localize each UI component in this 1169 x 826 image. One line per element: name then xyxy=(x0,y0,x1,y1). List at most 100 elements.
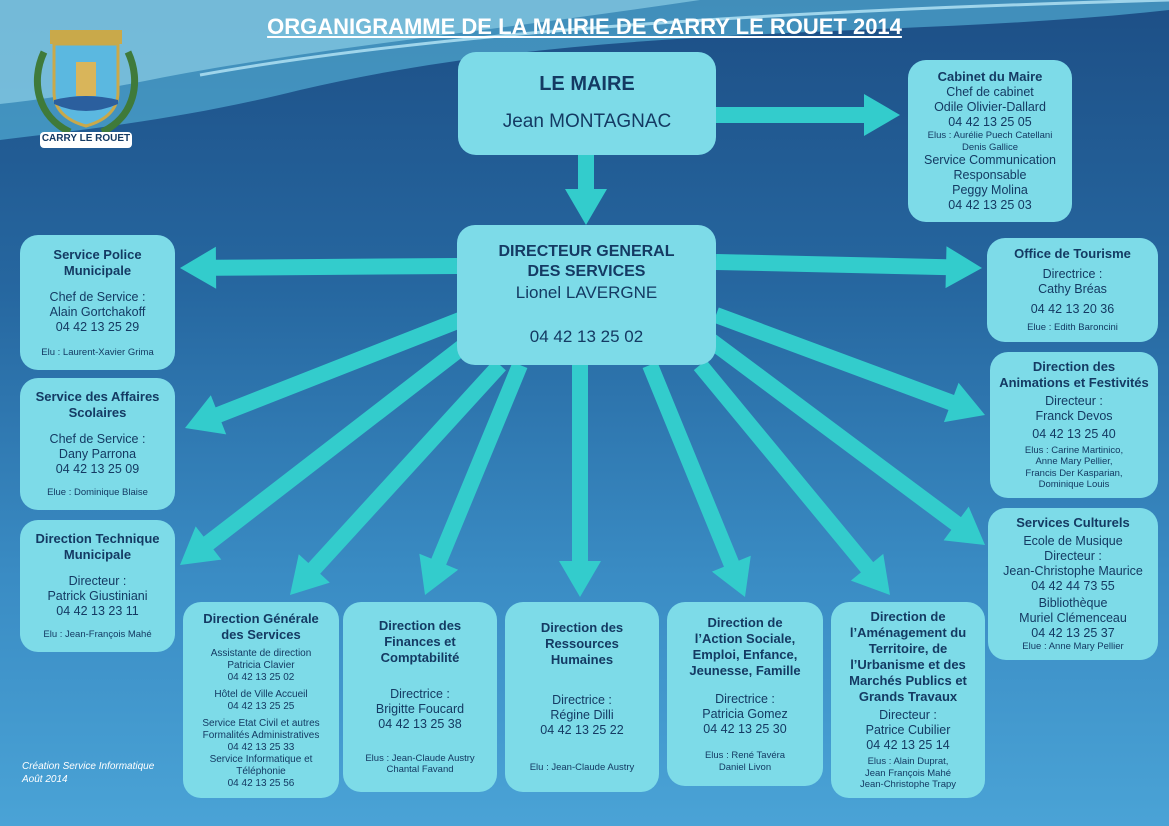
box-title-line: Ressources xyxy=(545,636,619,652)
box-title-line: l’Urbanisme et des xyxy=(850,657,966,673)
box-text-line: Régine Dilli xyxy=(550,707,614,722)
box-text-line: Ecole de Musique xyxy=(1023,533,1123,548)
arrow-7 xyxy=(705,333,985,545)
box-big-line: Jean MONTAGNAC xyxy=(502,111,672,133)
arrow-6 xyxy=(180,338,470,565)
box-text-line: Responsable xyxy=(953,168,1027,182)
box-title-line: Municipale xyxy=(63,547,132,563)
box-section: Elu : Jean-Claude Austry xyxy=(530,762,635,774)
box-elus-line: Chantal Favand xyxy=(386,764,454,776)
box-elus-line: Jean François Mahé xyxy=(864,767,952,779)
credit-line: Août 2014 xyxy=(22,774,68,785)
box-title-line: Grands Travaux xyxy=(858,689,958,705)
box-text-line: Alain Gortchakoff xyxy=(49,305,146,320)
box-text-line: Muriel Clémenceau xyxy=(1019,611,1127,626)
box-small-line: Service Informatique et xyxy=(209,753,313,765)
box-elus-line: Elus : René Tavéra xyxy=(704,750,786,762)
box-text-line: Directeur : xyxy=(68,573,127,588)
credit: Création Service Informatique Août 2014 xyxy=(22,760,154,786)
box-text-line: 04 42 44 73 55 xyxy=(1031,578,1115,593)
box-elus-line: Anne Mary Pellier, xyxy=(1035,456,1113,468)
box-mtext-line: Lionel LAVERGNE xyxy=(515,283,658,302)
box-small-line: 04 42 13 25 25 xyxy=(227,700,295,712)
box-title-line: l’Action Sociale, xyxy=(694,630,796,646)
box-mtitle-line: DIRECTEUR GENERAL xyxy=(498,243,675,260)
box-section: 04 42 13 25 02 xyxy=(530,326,643,348)
box-text-line: 04 42 13 25 30 xyxy=(703,721,787,736)
box-elus-line: Daniel Livon xyxy=(718,761,772,773)
box-section: Directrice :Cathy Bréas xyxy=(1038,267,1107,297)
box-text-line: Franck Devos xyxy=(1035,409,1113,424)
box-small-line: 04 42 13 25 02 xyxy=(227,671,295,683)
decorative-swoosh xyxy=(0,0,1169,140)
arrow-5 xyxy=(713,307,985,423)
arrow-4 xyxy=(185,312,463,435)
box-text-line: 04 42 13 25 37 xyxy=(1031,626,1115,641)
box-section: Services Culturels xyxy=(1016,515,1129,531)
arrow-9 xyxy=(419,361,528,595)
box-section: Elu : Laurent-Xavier Grima xyxy=(41,347,153,359)
box-title-line: Direction Générale xyxy=(203,610,319,626)
box-text-line: Chef de Service : xyxy=(49,431,146,446)
box-text-line: Dany Parrona xyxy=(58,446,137,461)
box-elus-line: Elue : Anne Mary Pellier xyxy=(1022,641,1124,653)
box-small-line: Patricia Clavier xyxy=(227,659,295,671)
box-section: DIRECTEUR GENERAL DES SERVICES Lionel LAVE… xyxy=(498,242,674,304)
box-elus-line: Elu : Laurent-Xavier Grima xyxy=(41,346,154,358)
box-title-line: Scolaires xyxy=(68,405,127,421)
box-section: Elus : Carine Martinico,Anne Mary Pellie… xyxy=(1025,445,1123,491)
box-elus-line: Elus : Jean-Claude Austry xyxy=(365,752,475,764)
box-small-line: Téléphonie xyxy=(236,765,286,777)
box-title-line: des Services xyxy=(221,626,301,642)
box-text-line: Patricia Gomez xyxy=(702,706,788,721)
box-title-line: Municipale xyxy=(63,262,132,278)
arrow-3 xyxy=(715,246,982,289)
box-section: Elu : Jean-François Mahé xyxy=(43,629,151,641)
box-section: Office de Tourisme xyxy=(1014,246,1131,262)
arrow-0 xyxy=(716,94,900,136)
box-bigtitle-line: LE MAIRE xyxy=(539,72,635,95)
box-elus-line: Elus : Carine Martinico, xyxy=(1024,444,1124,456)
box-text-line: Chef de Service : xyxy=(49,290,146,305)
box-elus-line: Jean-Christophe Trapy xyxy=(859,779,957,791)
credit-line: Création Service Informatique xyxy=(22,761,155,772)
box-elus-line: Denis Gallice xyxy=(962,141,1018,153)
box-title-line: Finances et xyxy=(384,634,456,650)
box-text-line: 04 42 13 25 14 xyxy=(866,738,950,753)
box-text-line: Odile Olivier-Dallard xyxy=(934,100,1046,114)
box-elus-line: Elus : Alain Duprat, xyxy=(867,756,949,768)
box-text-line: 04 42 13 25 05 xyxy=(948,115,1032,129)
box-section: Elue : Dominique Blaise xyxy=(47,487,148,499)
box-elus-line: Elue : Edith Baroncini xyxy=(1027,322,1118,334)
box-title-line: Direction Technique xyxy=(35,531,160,547)
box-section: Elue : Edith Baroncini xyxy=(1027,322,1118,334)
carry-le-rouet-logo: CARRY LE ROUET xyxy=(30,22,142,157)
box-text-line: Directeur : xyxy=(1045,394,1103,409)
arrow-8 xyxy=(290,359,506,595)
box-directeur-general-des-services: DIRECTEUR GENERAL DES SERVICES Lionel LAVE… xyxy=(457,225,716,365)
box-small-line: Assistante de direction xyxy=(210,647,312,659)
logo-text: CARRY LE ROUET xyxy=(41,133,131,144)
box-title-line: Marchés Publics et xyxy=(849,673,967,689)
box-mtitle-line: DES SERVICES xyxy=(527,263,646,280)
